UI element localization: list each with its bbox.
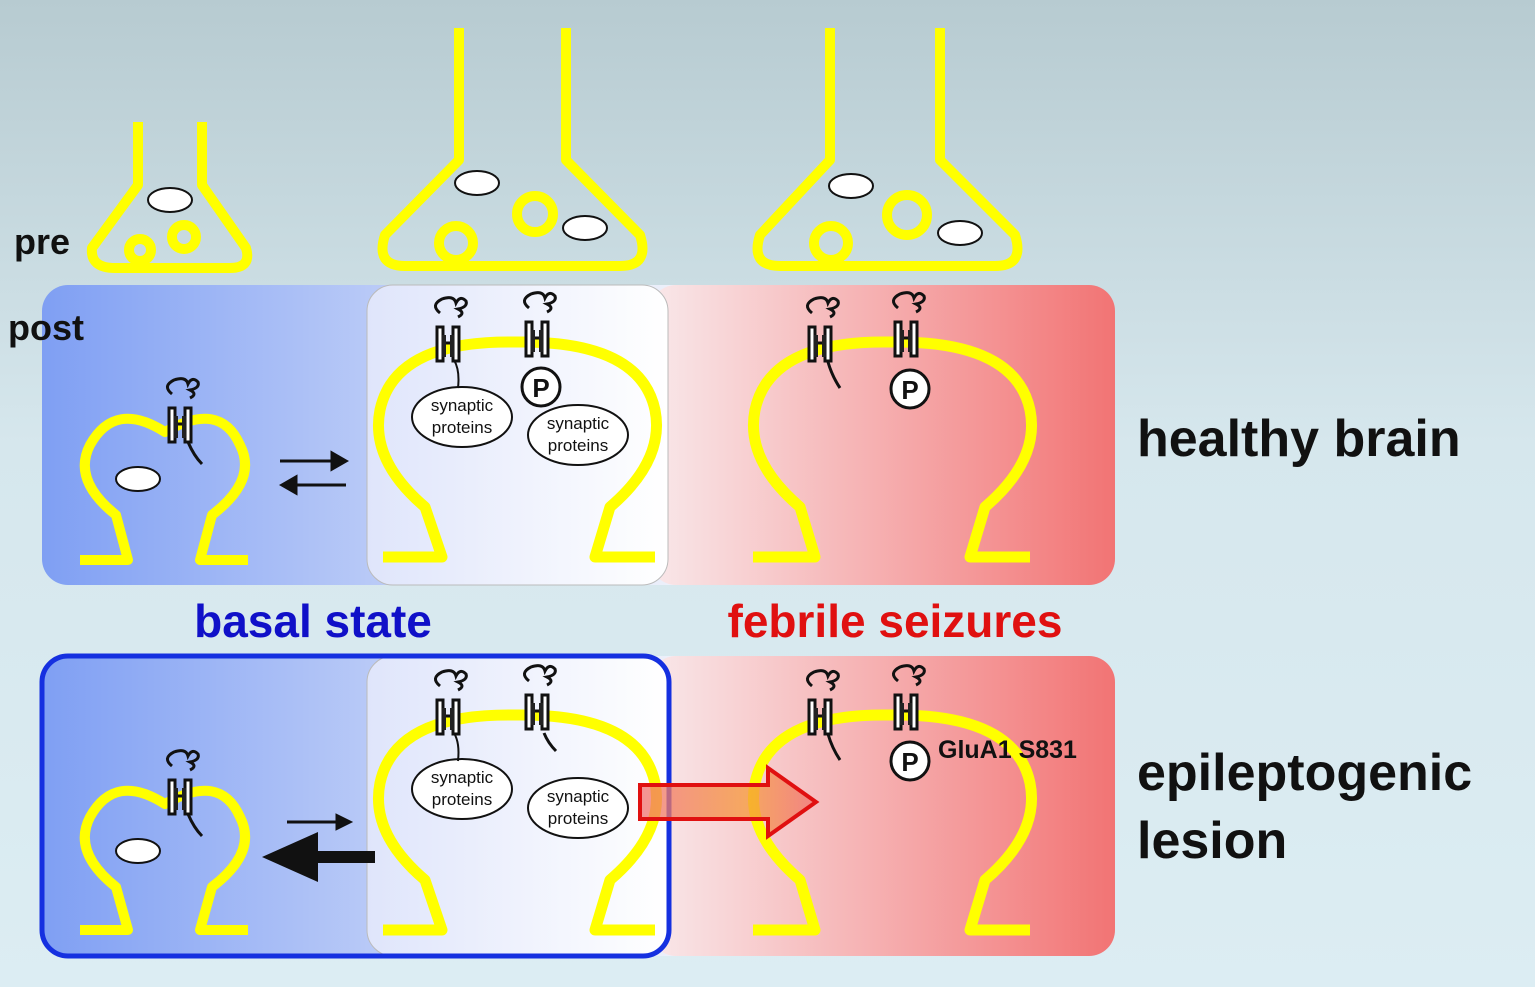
row-label-healthy-brain: healthy brain bbox=[1137, 410, 1461, 468]
phospho-label: P bbox=[901, 747, 918, 777]
phospho-site-label: GluA1 S831 bbox=[938, 736, 1077, 764]
equilibrium-arrows bbox=[278, 450, 350, 496]
transition-arrow bbox=[638, 764, 820, 840]
synaptic-proteins-1 bbox=[411, 386, 513, 448]
row-label-epileptogenic: epileptogenic bbox=[1137, 744, 1472, 802]
phospho-label: P bbox=[901, 375, 918, 405]
pre-label: pre bbox=[14, 221, 70, 262]
presynaptic-terminal-small bbox=[86, 122, 253, 273]
synaptic-proteins-text: synaptic bbox=[547, 787, 610, 806]
synaptic-proteins-text: proteins bbox=[548, 436, 608, 455]
synaptic-proteins-4 bbox=[527, 777, 629, 839]
synaptic-proteins-text: proteins bbox=[548, 809, 608, 828]
post-label: post bbox=[8, 307, 84, 348]
presynaptic-terminal-large-2 bbox=[752, 28, 1023, 271]
synaptic-proteins-text: synaptic bbox=[547, 414, 610, 433]
basal-state-label: basal state bbox=[194, 595, 432, 647]
spine-basal-healthy bbox=[79, 413, 251, 565]
panel-febrile-healthy bbox=[650, 285, 1115, 585]
spine-basal-lesion bbox=[79, 785, 251, 935]
spine-febrile-healthy bbox=[748, 336, 1037, 563]
synaptic-proteins-text: synaptic bbox=[431, 396, 494, 415]
synaptic-proteins-text: proteins bbox=[432, 418, 492, 437]
febrile-seizures-label: febrile seizures bbox=[728, 595, 1063, 647]
synaptic-proteins-text: synaptic bbox=[431, 768, 494, 787]
phospho-label: P bbox=[532, 373, 549, 403]
presynaptic-terminal-large-1 bbox=[377, 28, 648, 271]
synaptic-proteins-2 bbox=[527, 404, 629, 466]
synaptic-proteins-text: proteins bbox=[432, 790, 492, 809]
row-label-lesion: lesion bbox=[1137, 812, 1287, 870]
spine-enlarged-healthy bbox=[373, 336, 662, 563]
shift-arrows bbox=[262, 813, 375, 882]
synaptic-proteins-3 bbox=[411, 758, 513, 820]
